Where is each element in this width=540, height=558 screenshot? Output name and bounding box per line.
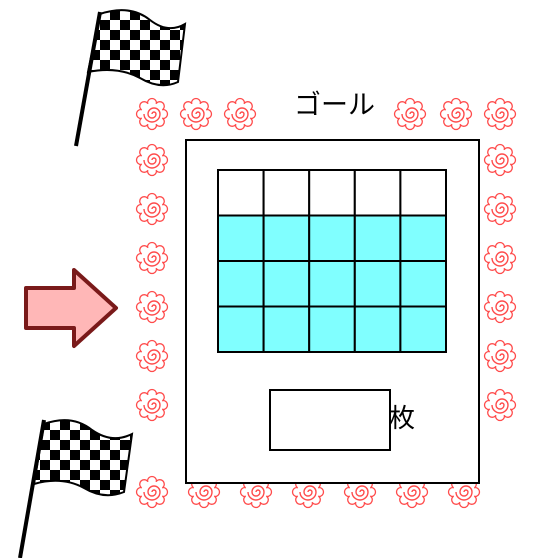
grid-cell[interactable]	[309, 216, 355, 262]
spiral-flower-icon	[137, 243, 168, 274]
grid-cell[interactable]	[264, 261, 310, 307]
card-count-unit: 枚	[389, 402, 415, 436]
spiral-flower-icon	[485, 292, 516, 323]
spiral-flower-icon	[137, 341, 168, 372]
grid-cell[interactable]	[355, 261, 401, 307]
grid-cell[interactable]	[400, 261, 446, 307]
progress-grid	[218, 170, 446, 352]
spiral-flower-icon	[137, 292, 168, 323]
spiral-flower-icon	[137, 194, 168, 225]
spiral-flower-icon	[395, 99, 426, 130]
grid-cell[interactable]	[400, 307, 446, 353]
goal-title: ゴール	[290, 88, 379, 124]
spiral-flower-icon	[485, 99, 516, 130]
spiral-flower-icon	[225, 99, 256, 130]
grid-cell[interactable]	[218, 261, 264, 307]
grid-cell[interactable]	[218, 216, 264, 262]
spiral-flower-icon	[485, 145, 516, 176]
spiral-flower-icon	[485, 390, 516, 421]
spiral-flower-icon	[137, 477, 168, 508]
grid-cell[interactable]	[400, 170, 446, 216]
grid-cell[interactable]	[264, 307, 310, 353]
spiral-flower-icon	[137, 99, 168, 130]
spiral-flower-icon	[137, 390, 168, 421]
grid-cell[interactable]	[309, 307, 355, 353]
top-checkered-flag-icon	[76, 10, 185, 146]
grid-cell[interactable]	[264, 216, 310, 262]
grid-cell[interactable]	[355, 216, 401, 262]
spiral-flower-icon	[485, 341, 516, 372]
spiral-flower-icon	[485, 243, 516, 274]
spiral-flower-icon	[441, 99, 472, 130]
grid-cell[interactable]	[309, 261, 355, 307]
grid-cell[interactable]	[355, 170, 401, 216]
right-arrow-icon	[26, 270, 116, 346]
grid-cell[interactable]	[309, 170, 355, 216]
spiral-flower-icon	[181, 99, 212, 130]
grid-cell[interactable]	[355, 307, 401, 353]
grid-cell[interactable]	[218, 170, 264, 216]
grid-cell[interactable]	[400, 216, 446, 262]
bottom-checkered-flag-icon	[20, 420, 132, 558]
spiral-flower-icon	[137, 145, 168, 176]
spiral-flower-icon	[485, 194, 516, 225]
card-count-box[interactable]	[270, 390, 390, 450]
grid-cell[interactable]	[218, 307, 264, 353]
grid-cell[interactable]	[264, 170, 310, 216]
